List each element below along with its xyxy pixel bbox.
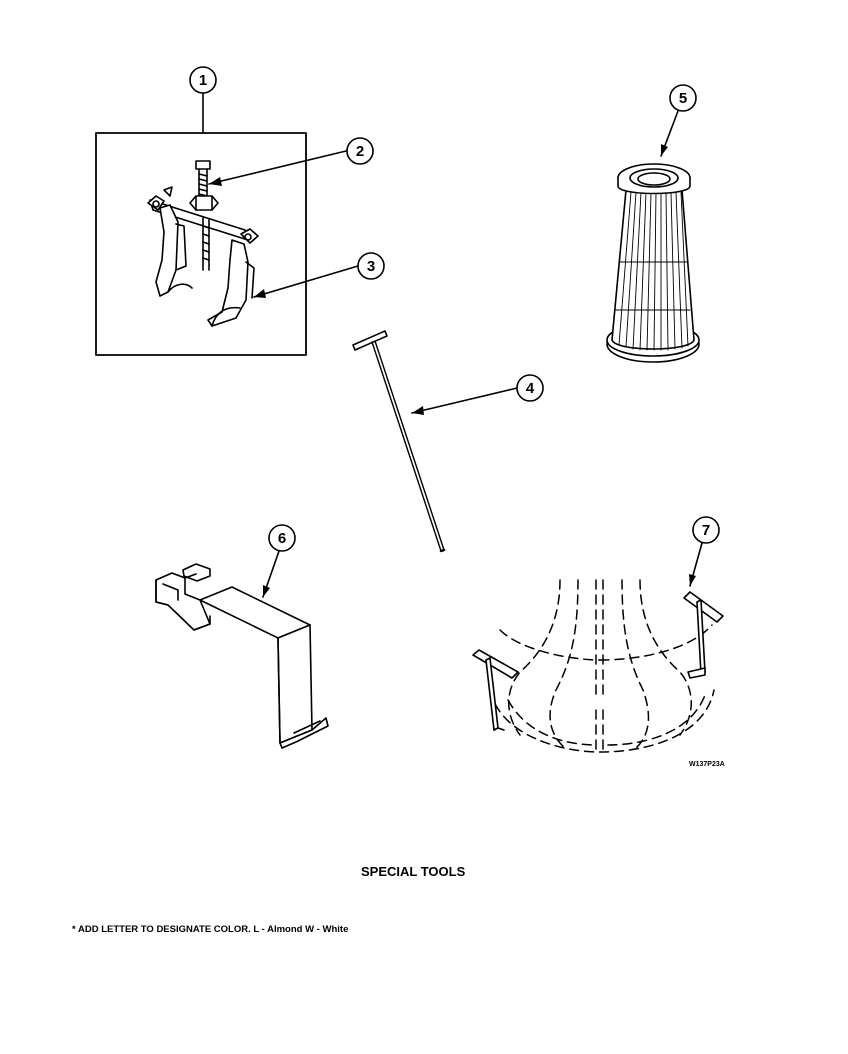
callout-number-1: 1 <box>199 72 207 89</box>
t-handle-rod-group: 4 <box>352 330 544 553</box>
puller-tool-group: 2 3 1 <box>95 66 385 356</box>
callout-number-2: 2 <box>356 143 364 160</box>
right-clip-icon <box>683 591 724 679</box>
callout-circle-6 <box>268 524 296 552</box>
callout-number-7: 7 <box>702 522 710 539</box>
diagram-title: SPECIAL TOOLS <box>361 864 466 879</box>
tub-outline-dashed <box>489 579 715 753</box>
callout-number-3: 3 <box>367 258 375 275</box>
puller-icon <box>147 160 259 327</box>
t-handle-icon <box>352 330 388 351</box>
bracket-icon <box>155 563 329 749</box>
callout-circle-3 <box>357 252 385 280</box>
callout-circle-1 <box>189 66 217 94</box>
clip-tool-group: 7 <box>472 516 724 753</box>
callout-circle-4 <box>516 374 544 402</box>
sleeve-tool-group: 5 <box>606 84 700 363</box>
callout-number-6: 6 <box>278 530 286 547</box>
figure-code: W137P23A <box>689 761 725 768</box>
leader-line-3 <box>253 265 359 298</box>
callout-number-4: 4 <box>526 380 535 397</box>
bracket-tool-group: 6 <box>155 524 329 749</box>
leader-line-2 <box>208 150 347 185</box>
callout-number-5: 5 <box>679 90 687 107</box>
callout-circle-2 <box>346 137 374 165</box>
sleeve-icon <box>606 163 700 363</box>
callout-circle-7 <box>692 516 720 544</box>
color-footnote: * ADD LETTER TO DESIGNATE COLOR. L - Alm… <box>72 924 349 935</box>
left-clip-icon <box>472 649 519 731</box>
puller-inset-box <box>95 132 307 356</box>
callout-circle-5 <box>669 84 697 112</box>
leader-line-4 <box>411 387 518 414</box>
